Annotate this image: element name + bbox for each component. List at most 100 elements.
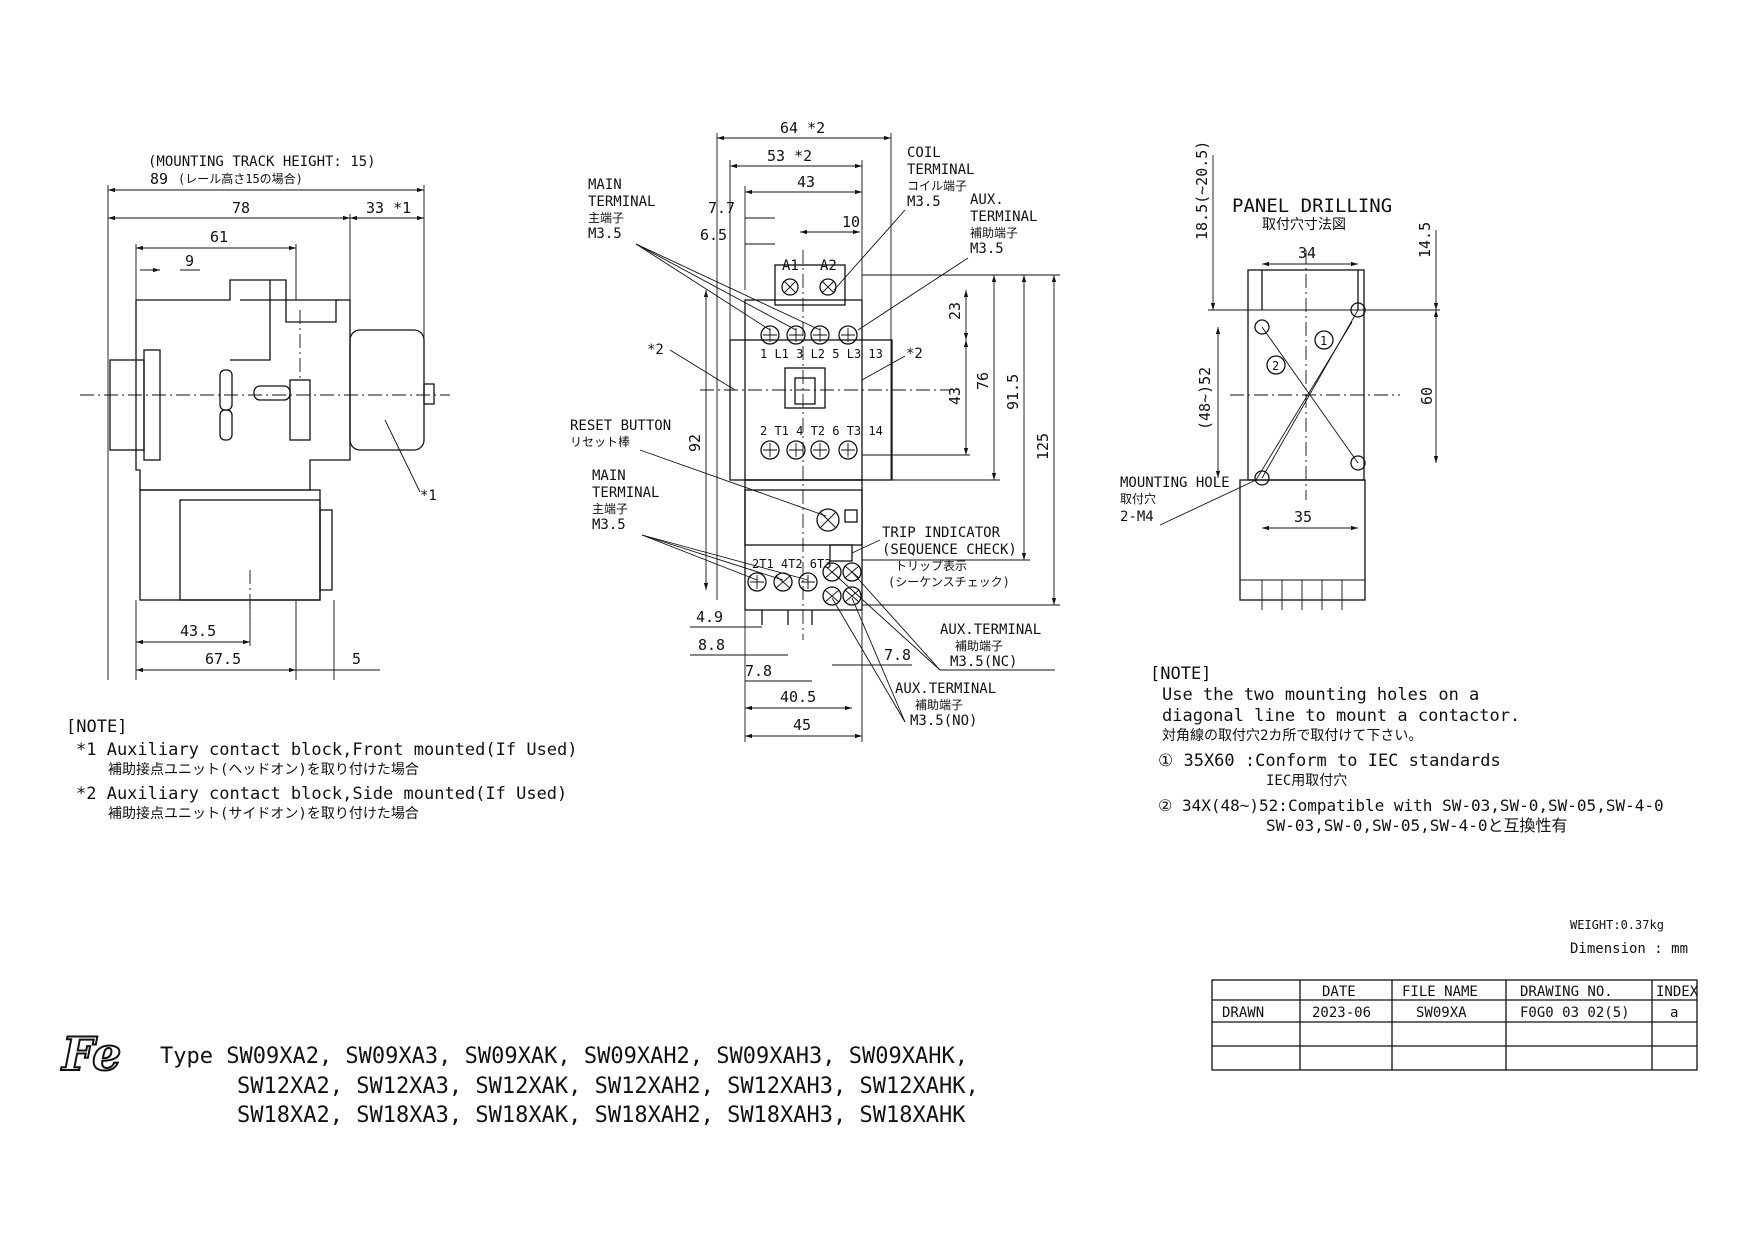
coil-screws — [781, 278, 837, 296]
sequence-check-label: (SEQUENCE CHECK) — [882, 542, 1017, 558]
dim-6-5: 6.5 — [700, 226, 727, 244]
dim-89: 89 — [150, 170, 168, 188]
mounting-hole-label: MOUNTING HOLE — [1120, 475, 1230, 491]
note-left-line1-jp: 補助接点ユニット(ヘッドオン)を取り付けた場合 — [108, 761, 419, 778]
dim-7-8-right: 7.8 — [884, 646, 911, 664]
note-left-line1: *1 Auxiliary contact block,Front mounted… — [76, 740, 578, 760]
dim-8-8: 8.8 — [698, 636, 725, 654]
dim-60: 60 — [1418, 387, 1436, 405]
coil-terminal-jp: コイル端子 — [907, 179, 967, 193]
tb-row-drawn: DRAWN — [1222, 1005, 1264, 1021]
main-terminal-label: MAIN — [588, 177, 622, 193]
top-terminal-labels: 1 L1 3 L2 5 L3 13 — [760, 347, 883, 361]
panel-circle-1: 1 — [1320, 334, 1327, 348]
aux-terminal-jp: 補助端子 — [970, 226, 1018, 240]
dim-7-8-left: 7.8 — [745, 662, 772, 680]
dim-91-5: 91.5 — [1004, 374, 1022, 410]
ol-terminal-labels: 2T1 4T2 6T3 — [752, 557, 831, 571]
dim-67-5: 67.5 — [205, 650, 241, 668]
aux-nc-jp: 補助端子 — [955, 639, 1003, 653]
aux-nc-m35: M3.5(NC) — [950, 654, 1017, 670]
coil-terminal-label: COIL — [907, 145, 941, 161]
dim-4-9: 4.9 — [696, 608, 723, 626]
trip-indicator-label: TRIP INDICATOR — [882, 525, 1001, 541]
main-terminal-b-m35: M3.5 — [592, 517, 626, 533]
tb-row-drawing-no: F0G0 03 02(5) — [1520, 1005, 1630, 1021]
ref-star-1: *1 — [420, 488, 437, 504]
note-right-line2: diagonal line to mount a contactor. — [1162, 706, 1520, 726]
bottom-terminal-labels: 2 T1 4 T2 6 T3 14 — [760, 424, 883, 438]
panel-title-jp: 取付穴寸法図 — [1262, 217, 1346, 233]
tb-row-index: a — [1670, 1005, 1678, 1021]
dimension-label: Dimension : mm — [1570, 941, 1688, 957]
note-right: [NOTE] Use the two mounting holes on a d… — [1150, 664, 1664, 835]
main-terminal-b-jp: 主端子 — [592, 502, 628, 516]
note-right-line1: Use the two mounting holes on a — [1162, 685, 1479, 705]
dim-43-vert: 43 — [946, 387, 964, 405]
note-left-line2: *2 Auxiliary contact block,Side mounted(… — [76, 784, 567, 804]
dim-89-jp: (レール高さ15の場合) — [178, 171, 303, 186]
a2-label: A2 — [820, 258, 837, 274]
aux-terminal-m35: M3.5 — [970, 241, 1004, 257]
aux-terminal-label: AUX. — [970, 192, 1004, 208]
dim-125: 125 — [1034, 433, 1052, 460]
aux-no-m35: M3.5(NO) — [910, 713, 977, 729]
tb-row-date: 2023-06 — [1312, 1005, 1371, 1021]
side-view: (MOUNTING TRACK HEIGHT: 15) 89 (レール高さ15の… — [80, 154, 450, 680]
dim-5: 5 — [352, 650, 361, 668]
dim-45: 45 — [793, 716, 811, 734]
tb-row-file: SW09XA — [1416, 1005, 1467, 1021]
dim-53: 53 *2 — [767, 147, 812, 165]
aux-no-jp: 補助端子 — [915, 698, 963, 712]
main-terminal-label2: TERMINAL — [588, 194, 655, 210]
bottom-terminal-screws — [760, 440, 858, 460]
main-terminal-b-label2: TERMINAL — [592, 485, 659, 501]
dim-7-7: 7.7 — [708, 199, 735, 217]
type-line-3: SW18XA2, SW18XA3, SW18XAK, SW18XAH2, SW1… — [237, 1103, 966, 1128]
note-right-item1: ① 35X60 :Conform to IEC standards — [1158, 751, 1501, 771]
note-right-item2: ② 34X(48~)52:Compatible with SW-03,SW-0,… — [1158, 796, 1664, 815]
dim-33: 33 *1 — [366, 199, 411, 217]
dim-78: 78 — [232, 199, 250, 217]
dim-9: 9 — [185, 252, 194, 270]
dim-35: 35 — [1294, 508, 1312, 526]
trip-indicator-jp: トリップ表示 — [895, 559, 967, 573]
dim-61: 61 — [210, 228, 228, 246]
dim-76: 76 — [974, 372, 992, 390]
fe-logo: Fe — [60, 1027, 121, 1081]
trip-indicator-jp2: (シーケンスチェック) — [888, 575, 1010, 589]
dim-10: 10 — [842, 213, 860, 231]
main-terminal-m35: M3.5 — [588, 226, 622, 242]
front-view: 64 *2 53 *2 43 7.7 6.5 10 MAIN TERMINAL … — [570, 119, 1060, 742]
dim-40-5: 40.5 — [780, 688, 816, 706]
title-block: DATE FILE NAME DRAWING NO. INDEX DRAWN 2… — [1211, 979, 1699, 1071]
star2-right: *2 — [906, 346, 923, 362]
dim-43-5: 43.5 — [180, 622, 216, 640]
dim-34: 34 — [1298, 244, 1316, 262]
panel-drilling: PANEL DRILLING 取付穴寸法図 18.5(~20.5) 14.5 3… — [1120, 141, 1440, 610]
tb-header-file-name: FILE NAME — [1402, 984, 1478, 1000]
mounting-hole-m4: 2-M4 — [1120, 509, 1154, 525]
note-right-heading: [NOTE] — [1150, 664, 1211, 684]
dim-18-5: 18.5(~20.5) — [1193, 141, 1211, 240]
main-terminal-jp: 主端子 — [588, 211, 624, 225]
note-right-item1-jp: IEC用取付穴 — [1266, 773, 1347, 789]
aux-terminal-label2: TERMINAL — [970, 209, 1037, 225]
mounting-hole-jp: 取付穴 — [1120, 491, 1156, 506]
tb-header-drawing-no: DRAWING NO. — [1520, 984, 1613, 1000]
dim-92: 92 — [686, 434, 704, 452]
dim-14-5: 14.5 — [1416, 222, 1434, 258]
note-left: [NOTE] *1 Auxiliary contact block,Front … — [66, 717, 578, 822]
a1-label: A1 — [782, 258, 799, 274]
mounting-track-label: (MOUNTING TRACK HEIGHT: 15) — [148, 154, 376, 170]
star2-left: *2 — [647, 342, 664, 358]
tb-header-index: INDEX — [1656, 984, 1699, 1000]
weight-label: WEIGHT:0.37kg — [1570, 918, 1664, 932]
note-left-heading: [NOTE] — [66, 717, 127, 737]
dim-48-52: (48~)52 — [1196, 367, 1214, 430]
note-right-line2-jp: 対角線の取付穴2カ所で取付けて下さい。 — [1162, 728, 1422, 744]
reset-button-label: RESET BUTTON — [570, 418, 671, 434]
reset-button-jp: リセット棒 — [570, 435, 630, 449]
panel-title: PANEL DRILLING — [1232, 195, 1392, 217]
